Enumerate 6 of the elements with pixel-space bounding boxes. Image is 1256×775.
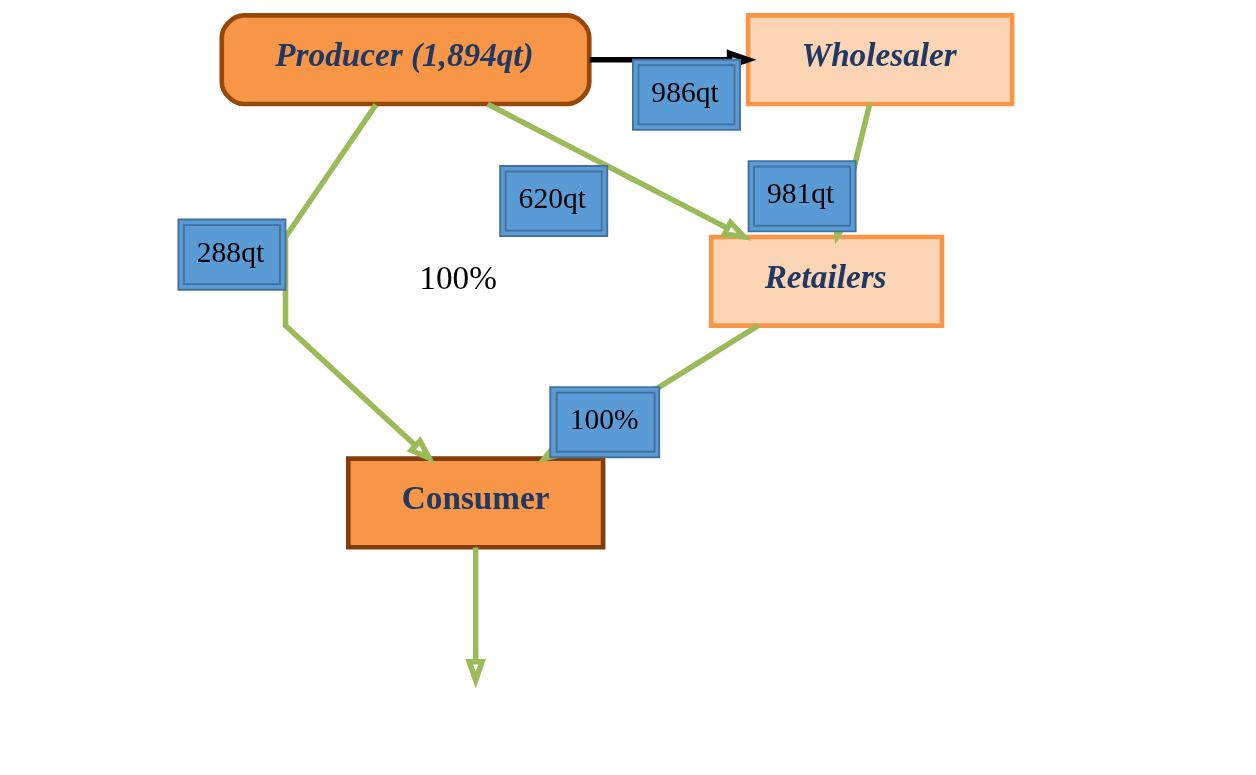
edge-label: 100% bbox=[569, 403, 639, 436]
edge-label: 981qt bbox=[766, 177, 834, 210]
edge-label: 620qt bbox=[518, 182, 586, 215]
edge-label: 288qt bbox=[196, 235, 264, 268]
edge-label: 986qt bbox=[650, 75, 719, 108]
label: 100% bbox=[418, 259, 497, 297]
